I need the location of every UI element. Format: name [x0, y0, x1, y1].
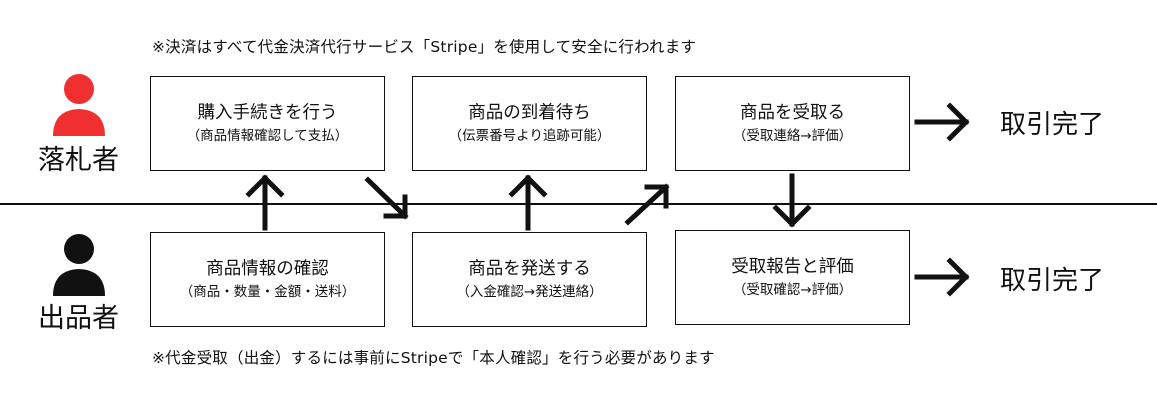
seller-step-sub: （商品・数量・金額・送料） [179, 283, 356, 300]
arrow-down-icon [772, 173, 812, 228]
buyer-step-purchase: 購入手続きを行う （商品情報確認して支払） [150, 76, 385, 171]
arrow-right-icon [914, 102, 970, 142]
buyer-completion-label: 取引完了 [1000, 110, 1105, 140]
arrow-down-right-icon [364, 176, 409, 220]
seller-step-report-rate: 受取報告と評価 （受取確認→評価） [675, 230, 910, 325]
buyer-step-sub: （受取連絡→評価） [732, 127, 853, 144]
buyer-step-receive: 商品を受取る （受取連絡→評価） [675, 76, 910, 171]
buyer-step-await-arrival: 商品の到着待ち （伝票番号より追跡可能） [412, 76, 647, 171]
role-divider-line [0, 203, 1157, 205]
seller-step-ship: 商品を発送する （入金確認→発送連絡） [412, 232, 647, 327]
seller-step-title: 受取報告と評価 [731, 256, 854, 277]
buyer-step-title: 商品を受取る [740, 102, 845, 123]
arrow-up-icon [245, 174, 285, 231]
buyer-step-title: 商品の到着待ち [468, 102, 591, 123]
arrow-up-icon [508, 174, 548, 231]
seller-completion-label: 取引完了 [1000, 266, 1105, 296]
seller-step-confirm-info: 商品情報の確認 （商品・数量・金額・送料） [150, 232, 385, 327]
arrow-up-right-icon [624, 183, 670, 226]
seller-step-sub: （受取確認→評価） [732, 281, 853, 298]
seller-step-title: 商品情報の確認 [206, 258, 329, 279]
bottom-note: ※代金受取（出金）するには事前にStripeで「本人確認」を行う必要があります [152, 349, 715, 367]
seller-person-icon [53, 234, 105, 296]
buyer-step-sub: （伝票番号より追跡可能） [448, 127, 611, 144]
seller-label: 出品者 [38, 303, 119, 334]
seller-step-sub: （入金確認→発送連絡） [456, 283, 603, 300]
buyer-step-title: 購入手続きを行う [197, 102, 338, 123]
buyer-person-icon [53, 74, 105, 136]
buyer-step-sub: （商品情報確認して支払） [186, 127, 349, 144]
buyer-label: 落札者 [38, 145, 119, 176]
seller-step-title: 商品を発送する [468, 258, 591, 279]
top-note: ※決済はすべて代金決済代行サービス「Stripe」を使用して安全に行われます [152, 38, 697, 56]
arrow-right-icon [914, 257, 970, 297]
